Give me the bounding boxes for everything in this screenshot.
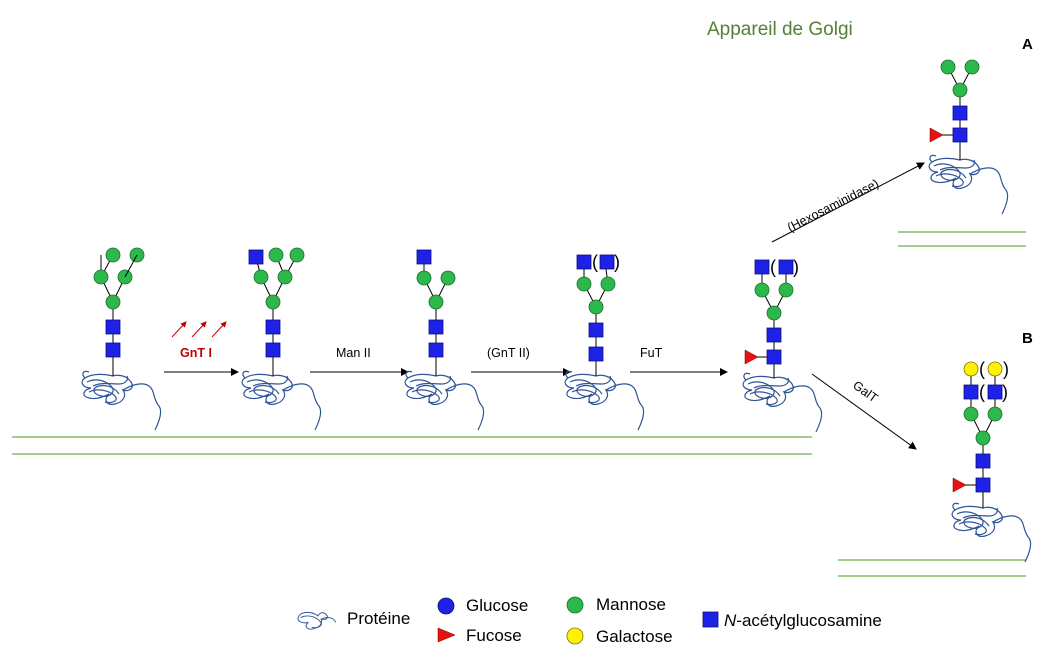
- enzyme-gnt2-label: (GnT II): [487, 346, 530, 360]
- enzyme-gnt1-label: GnT I: [180, 346, 212, 360]
- legend-protein-label: Protéine: [347, 609, 410, 628]
- glycan-stage-4: ( ): [564, 252, 645, 431]
- legend-galactose: Galactose: [566, 627, 673, 646]
- protein-icon: [297, 611, 337, 630]
- glycan-stage-2: [241, 247, 322, 431]
- protein-icon: [404, 370, 485, 431]
- gnt1-activation-arrows: [171, 321, 227, 338]
- glcnac-icon: [702, 611, 719, 628]
- glycan-product-b: ( ) ( ): [951, 359, 1032, 563]
- protein-icon: [81, 370, 162, 431]
- protein-icon: [928, 154, 1009, 215]
- legend: Protéine Glucose Fucose Mannose Galactos…: [297, 595, 882, 646]
- protein-icon: [564, 370, 645, 431]
- legend-glcnac-italic: N: [724, 611, 737, 630]
- protein-icon: [951, 502, 1032, 563]
- svg-text:(: (: [770, 257, 776, 277]
- fucose-icon: [437, 627, 456, 643]
- mannose-icon: [566, 596, 584, 614]
- galactose-icon: [566, 627, 584, 645]
- legend-glcnac-label: -acétylglucosamine: [736, 611, 882, 630]
- enzyme-hexosaminidase-label: (Hexosaminidase): [785, 176, 881, 234]
- legend-mannose: Mannose: [566, 595, 666, 614]
- membrane-b: [838, 559, 1026, 577]
- legend-fucose: Fucose: [437, 626, 522, 645]
- svg-text:): ): [614, 252, 620, 272]
- glycan-stage-5: ( ): [742, 257, 823, 433]
- arrow-hexosaminidase: [771, 162, 925, 243]
- svg-text:(: (: [979, 382, 985, 402]
- svg-text:): ): [1002, 382, 1008, 402]
- legend-fucose-label: Fucose: [466, 626, 522, 645]
- legend-glucose-label: Glucose: [466, 596, 528, 615]
- glycan-stage-3: [404, 249, 485, 431]
- legend-glcnac: N-acétylglucosamine: [702, 611, 882, 630]
- main-membrane: [12, 436, 812, 455]
- panel-label-a: A: [1022, 36, 1033, 53]
- legend-galactose-label: Galactose: [596, 627, 673, 646]
- svg-text:(: (: [592, 252, 598, 272]
- svg-text:(: (: [979, 359, 985, 379]
- svg-text:N-acétylglucosamine: N-acétylglucosamine: [724, 611, 882, 630]
- panel-label-b: B: [1022, 330, 1033, 347]
- membrane-a: [898, 231, 1026, 247]
- golgi-title: Appareil de Golgi: [707, 19, 853, 40]
- protein-icon: [742, 372, 823, 433]
- svg-text:): ): [1003, 359, 1009, 379]
- legend-mannose-label: Mannose: [596, 595, 666, 614]
- glycan-stage-1: [81, 247, 162, 431]
- protein-icon: [241, 370, 322, 431]
- legend-protein: Protéine: [297, 609, 410, 630]
- glucose-icon: [437, 597, 455, 615]
- legend-glucose: Glucose: [437, 596, 528, 615]
- enzyme-fut-label: FuT: [640, 346, 663, 360]
- arrow-galt: [811, 373, 917, 450]
- enzyme-galt-label: GalT: [850, 378, 880, 405]
- svg-text:): ): [793, 257, 799, 277]
- glycan-product-a: [928, 59, 1009, 215]
- enzyme-man2-label: Man II: [336, 346, 371, 360]
